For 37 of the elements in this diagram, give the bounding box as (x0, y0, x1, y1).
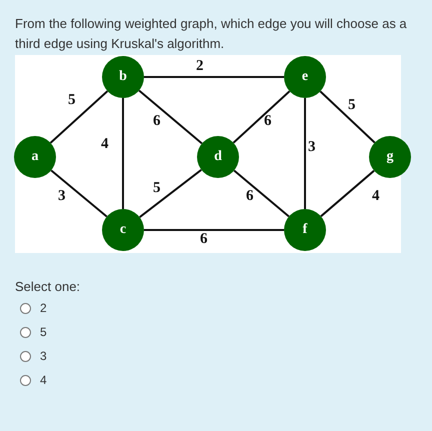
option-label: 2 (40, 301, 47, 315)
node-label: d (214, 149, 222, 165)
node-label: a (32, 149, 38, 165)
edge-weight: 6 (246, 189, 254, 204)
edge-weight: 6 (200, 232, 208, 247)
node-label: e (302, 69, 308, 85)
question-text: From the following weighted graph, which edge you will choose as a third edge using Kruskal's algorithm. (15, 15, 408, 53)
option-label: 3 (40, 349, 47, 363)
prompt-text: Select one: (15, 279, 80, 294)
node-label: g (386, 149, 394, 165)
graph-edge (50, 170, 108, 218)
node-label: b (119, 69, 127, 85)
edge-weight: 6 (153, 114, 160, 129)
edge-weight: 4 (101, 137, 108, 152)
graph-edge (138, 90, 203, 144)
option-label: 4 (40, 373, 47, 387)
graph-edge (320, 90, 376, 144)
graph-edge (320, 170, 375, 218)
graph-edge (232, 90, 290, 144)
graph-edge (122, 98, 124, 209)
graph-edge (144, 229, 284, 231)
option-label: 5 (40, 325, 47, 339)
edge-weight: 3 (308, 140, 316, 155)
edge-weight: 5 (348, 98, 356, 113)
edge-weight: 5 (153, 181, 160, 196)
graph-edge (50, 90, 108, 144)
graph-edge (139, 169, 202, 218)
edge-weight: 2 (196, 59, 204, 74)
graph-edge (233, 170, 290, 218)
edge-weight: 6 (264, 114, 272, 129)
edge-weight: 5 (68, 93, 76, 108)
graph-edge (304, 98, 306, 209)
node-label: f (302, 222, 308, 238)
edge-weight: 4 (372, 189, 380, 204)
edge-weight: 3 (58, 189, 66, 204)
graph-edge (144, 76, 284, 78)
node-label: c (120, 222, 126, 238)
